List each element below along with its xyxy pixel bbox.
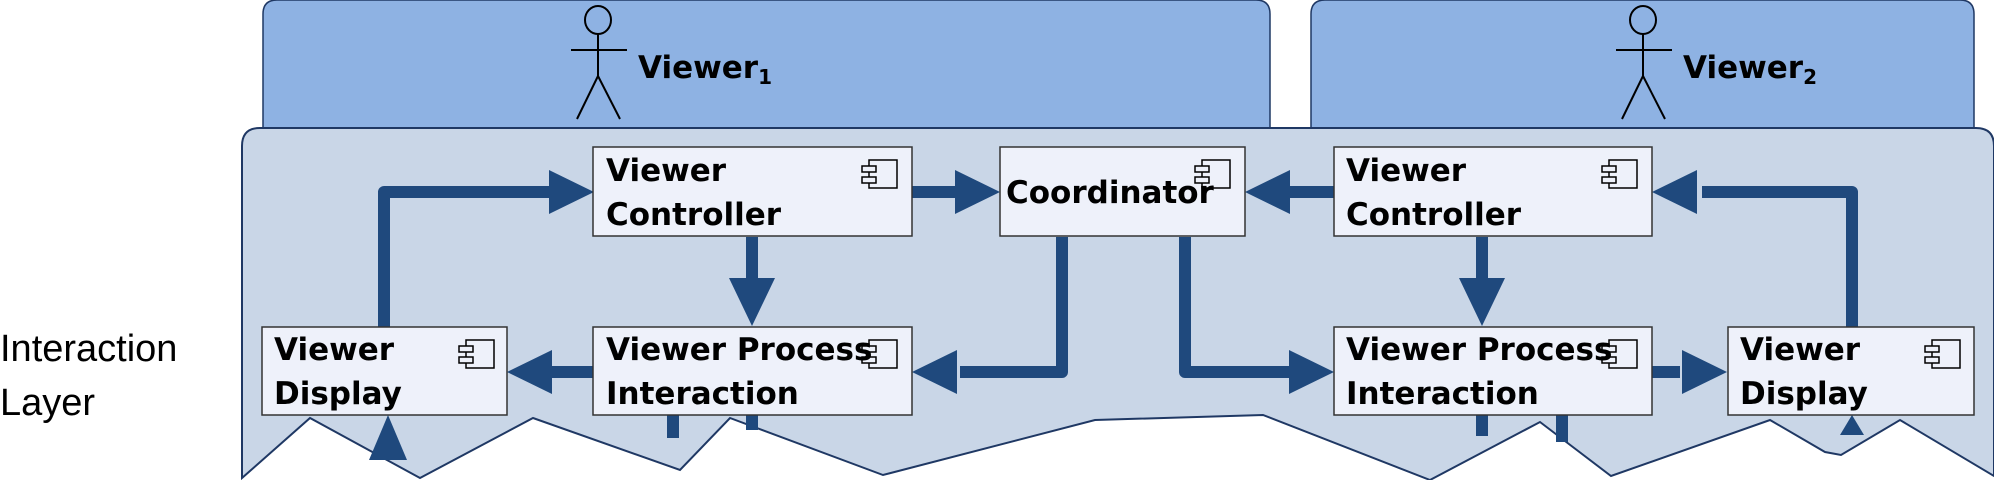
component-label: Coordinator xyxy=(1006,175,1215,211)
layer-label-line2: Layer xyxy=(0,382,96,424)
arrowheads xyxy=(369,170,1864,460)
stick-figure-icon xyxy=(571,5,627,120)
uml-component-icon xyxy=(458,339,495,369)
component-label: Viewer xyxy=(1740,332,1861,368)
uml-component-icon xyxy=(1601,159,1638,189)
component-label: Viewer xyxy=(606,153,727,189)
layer-label: Interaction Layer xyxy=(0,322,177,430)
viewer1-panel xyxy=(262,0,1271,151)
uml-component-icon xyxy=(1924,339,1961,369)
component-label: Display xyxy=(274,376,402,412)
component-label: Controller xyxy=(606,197,782,233)
stick-figure-icon xyxy=(1616,5,1672,120)
uml-component-icon xyxy=(1194,159,1231,189)
component-viewer-controller-2[interactable]: Viewer Controller xyxy=(1333,146,1653,237)
viewer2-actor-label: Viewer2 xyxy=(1683,50,1817,89)
viewer1-actor-label: Viewer1 xyxy=(638,50,772,89)
component-label: Viewer Process xyxy=(1346,332,1612,368)
component-label: Viewer Process xyxy=(606,332,872,368)
component-label: Viewer xyxy=(274,332,395,368)
component-label: Controller xyxy=(1346,197,1522,233)
component-viewer-process-interaction-2[interactable]: Viewer Process Interaction xyxy=(1333,326,1653,416)
component-label: Viewer xyxy=(1346,153,1467,189)
uml-component-icon xyxy=(861,339,898,369)
connectors xyxy=(378,186,1858,442)
component-label: Interaction xyxy=(1346,376,1539,412)
layer-label-line1: Interaction xyxy=(0,328,178,370)
component-coordinator[interactable]: Coordinator xyxy=(999,146,1246,237)
component-viewer-process-interaction-1[interactable]: Viewer Process Interaction xyxy=(592,326,913,416)
component-label: Display xyxy=(1740,376,1868,412)
component-viewer-controller-1[interactable]: Viewer Controller xyxy=(592,146,913,237)
component-label: Interaction xyxy=(606,376,799,412)
component-viewer-display-1[interactable]: Viewer Display xyxy=(261,326,508,416)
uml-component-icon xyxy=(861,159,898,189)
component-viewer-display-2[interactable]: Viewer Display xyxy=(1727,326,1975,416)
uml-component-icon xyxy=(1601,339,1638,369)
